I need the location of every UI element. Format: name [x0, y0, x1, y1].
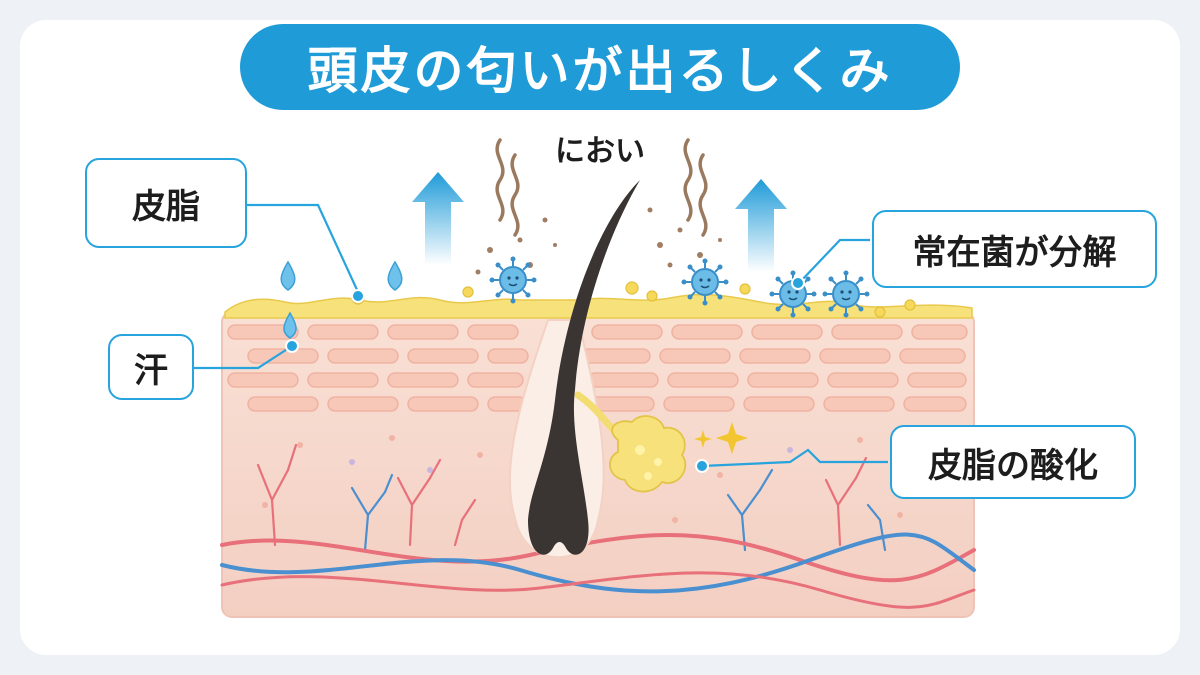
blood-vessels	[220, 532, 976, 609]
page-title: 頭皮の匂いが出るしくみ	[240, 24, 960, 110]
leader-dots	[285, 276, 805, 473]
sparkle-icon	[694, 422, 748, 454]
bacteria-icon	[489, 256, 537, 304]
label-sebum: 皮脂	[85, 158, 247, 248]
leader-lines	[193, 203, 888, 468]
bacteria-icon	[822, 270, 870, 318]
epidermis-cells	[227, 324, 968, 412]
sebum-surface-layer	[224, 293, 973, 319]
bacteria-icon	[681, 258, 729, 306]
label-sebum-oxidation: 皮脂の酸化	[890, 425, 1136, 499]
sebaceous-gland	[574, 391, 687, 493]
odor-wave-icon	[495, 138, 708, 237]
capillaries-red	[256, 443, 868, 547]
arrow-up-icon	[735, 179, 787, 272]
hair-shaft	[528, 180, 640, 555]
label-bacteria-decomposition: 常在菌が分解	[872, 210, 1157, 288]
capillaries-blue	[350, 468, 887, 552]
arrow-up-icon	[412, 172, 464, 265]
label-sweat: 汗	[108, 334, 194, 400]
water-drop-icon	[280, 260, 403, 339]
odor-particles	[475, 207, 722, 275]
smell-label: におい	[555, 134, 645, 169]
bacteria-icon	[769, 270, 817, 318]
